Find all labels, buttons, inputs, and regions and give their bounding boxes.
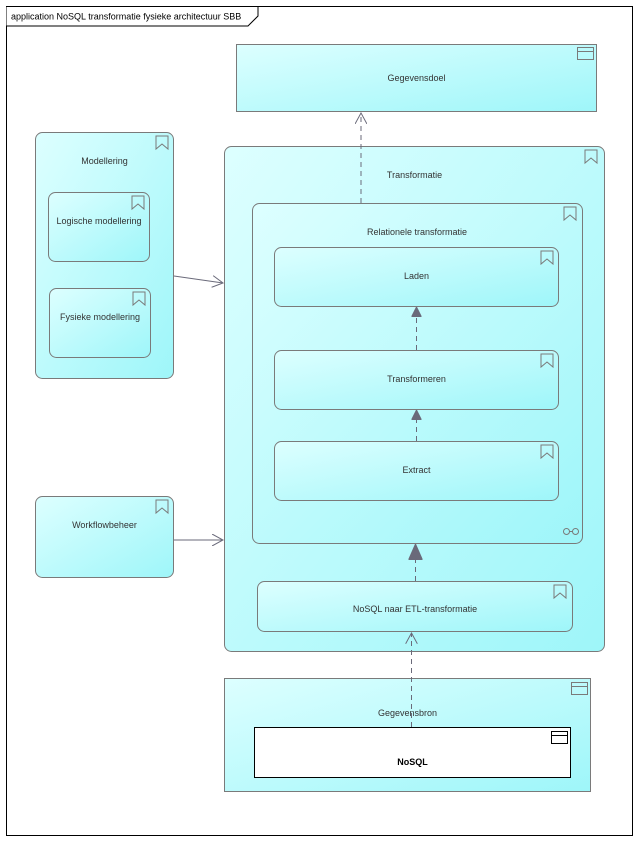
node-workflowbeheer[interactable]: Workflowbeheer xyxy=(35,496,174,578)
bookmark-icon xyxy=(132,291,146,307)
node-nosql[interactable]: NoSQL xyxy=(254,727,571,778)
bookmark-icon xyxy=(540,250,554,266)
bookmark-icon xyxy=(155,499,169,515)
laden-label: Laden xyxy=(404,271,429,281)
bookmark-icon xyxy=(131,195,145,211)
node-laden[interactable]: Laden xyxy=(274,247,559,307)
relationele-transformatie-label: Relationele transformatie xyxy=(367,227,467,237)
nosql-etl-label: NoSQL naar ETL-transformatie xyxy=(353,604,477,614)
bookmark-icon xyxy=(540,353,554,369)
logische-modellering-label: Logische modellering xyxy=(56,216,141,226)
component-icon xyxy=(571,682,588,695)
bookmark-icon xyxy=(584,149,598,165)
node-transformeren[interactable]: Transformeren xyxy=(274,350,559,410)
composition-link-icon xyxy=(563,528,579,535)
node-logische-modellering[interactable]: Logische modellering xyxy=(48,192,150,262)
component-icon xyxy=(577,47,594,60)
fysieke-modellering-label: Fysieke modellering xyxy=(60,312,140,322)
transformeren-label: Transformeren xyxy=(387,374,446,384)
node-nosql-etl[interactable]: NoSQL naar ETL-transformatie xyxy=(257,581,573,632)
gegevensdoel-label: Gegevensdoel xyxy=(387,73,445,83)
node-gegevensdoel[interactable]: Gegevensdoel xyxy=(236,44,597,112)
gegevensbron-label: Gegevensbron xyxy=(378,708,437,718)
transformatie-label: Transformatie xyxy=(387,170,442,180)
bookmark-icon xyxy=(553,584,567,600)
extract-label: Extract xyxy=(402,465,431,475)
node-extract[interactable]: Extract xyxy=(274,441,559,501)
node-fysieke-modellering[interactable]: Fysieke modellering xyxy=(49,288,151,358)
nosql-label: NoSQL xyxy=(397,757,428,767)
modellering-label: Modellering xyxy=(81,156,128,166)
bookmark-icon xyxy=(563,206,577,222)
component-icon xyxy=(551,731,568,744)
frame-title: application NoSQL transformatie fysieke … xyxy=(11,12,241,22)
workflowbeheer-label: Workflowbeheer xyxy=(72,520,137,530)
bookmark-icon xyxy=(540,444,554,460)
connector-modellering-transformatie xyxy=(173,276,223,283)
bookmark-icon xyxy=(155,135,169,151)
